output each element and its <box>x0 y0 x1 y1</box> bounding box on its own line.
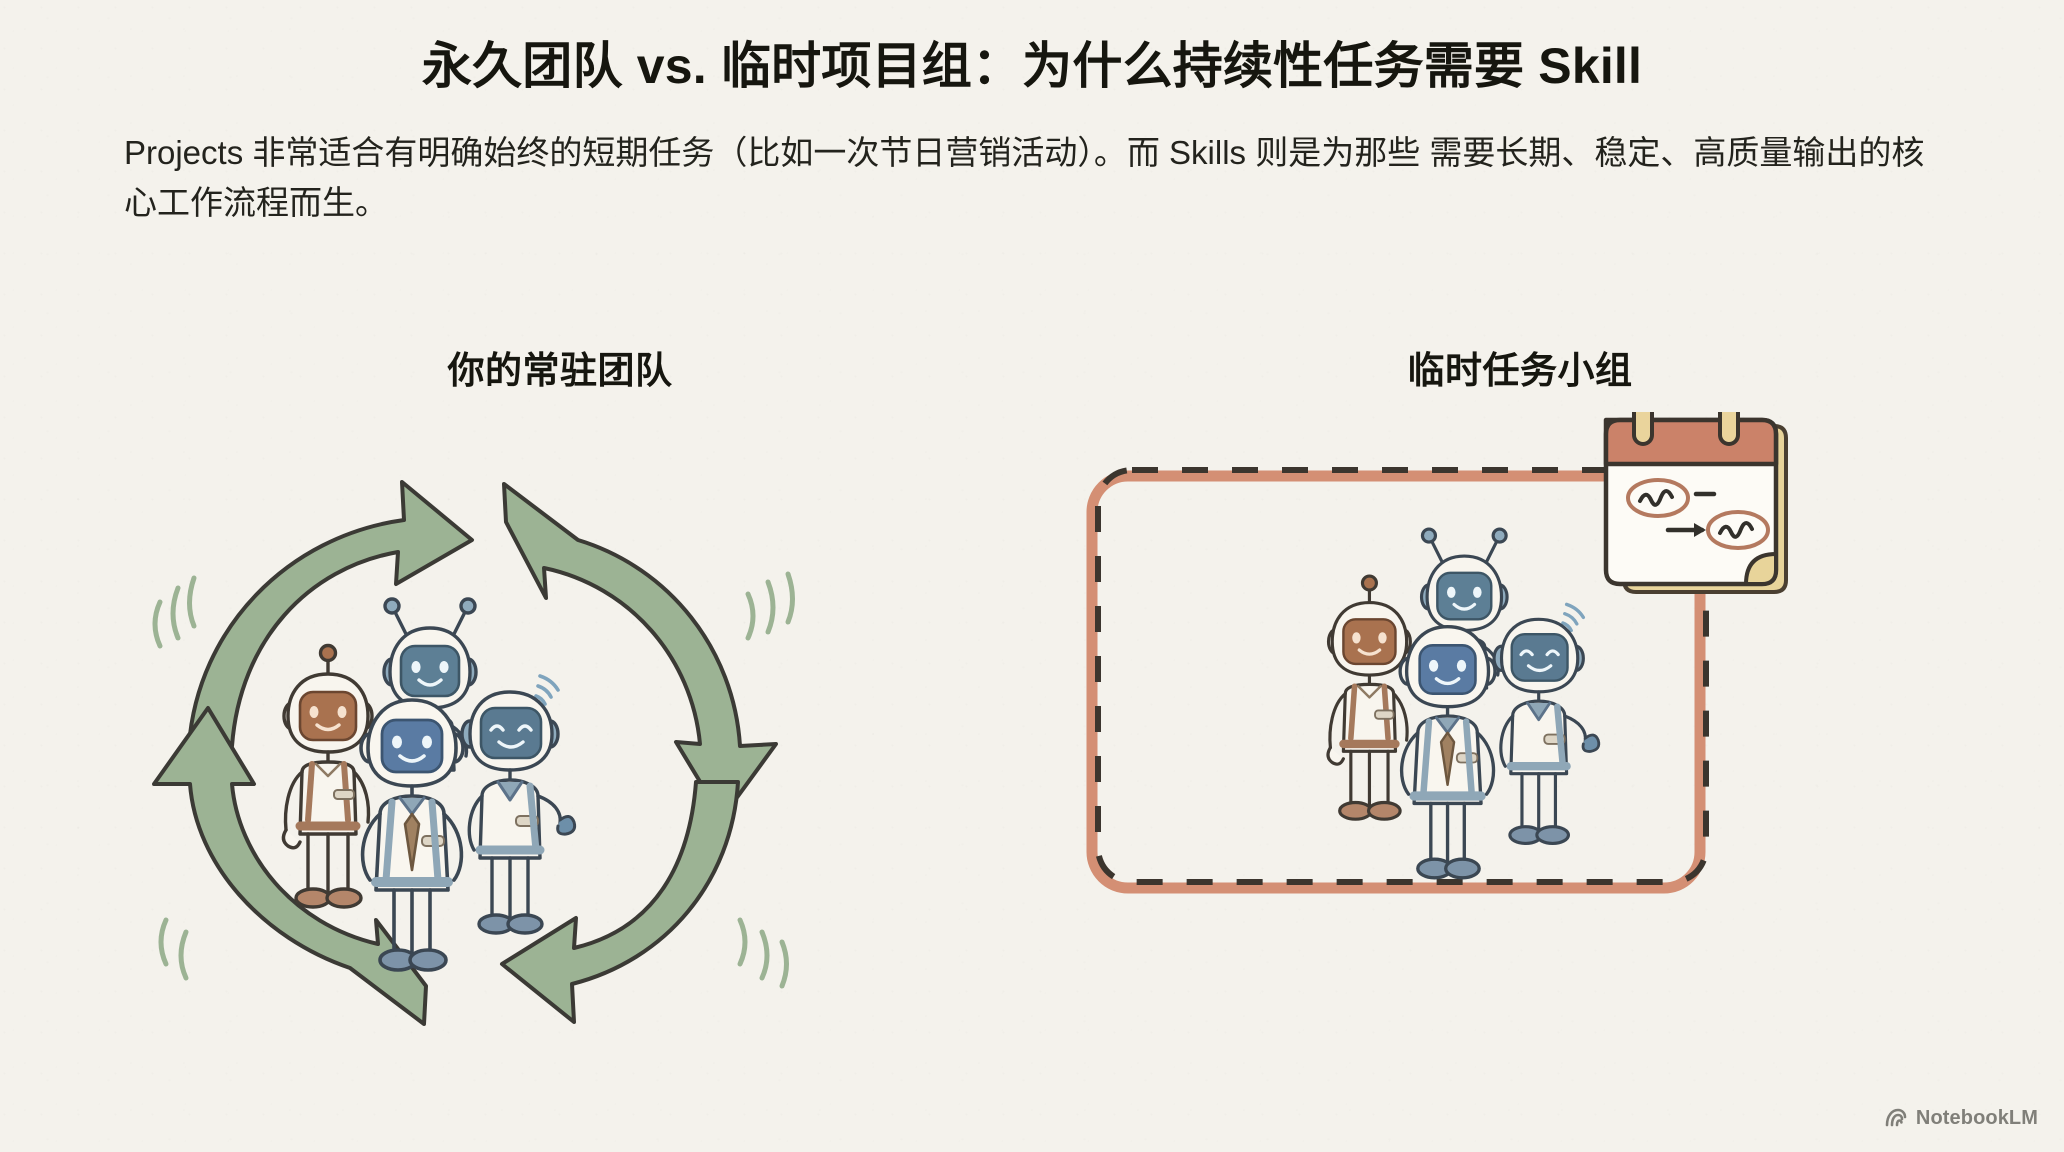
robot-right-blue <box>462 676 575 933</box>
panel-permanent-team: 你的常驻团队 <box>120 340 1000 1112</box>
motion-lines <box>152 571 795 989</box>
subtitle-line-2: 需要长期、稳定、高质量输出的核心工作流程而生。 <box>124 134 1925 222</box>
notebooklm-watermark-label: NotebookLM <box>1915 1106 2038 1129</box>
panel-temporary-team: 临时任务小组 <box>1060 340 1980 1112</box>
notebooklm-logo-icon <box>1885 1108 1907 1127</box>
robot-team-right <box>1328 527 1599 878</box>
calendar-header <box>1603 417 1779 467</box>
calendar-scribble-1 <box>1638 489 1674 507</box>
notebooklm-watermark: NotebookLM <box>1884 1106 2038 1130</box>
page-subtitle: Projects 非常适合有明确始终的短期任务（比如一次节日营销活动）。而 Sk… <box>124 128 1946 228</box>
dashed-box-shadow <box>1086 470 1706 894</box>
calendar-circle-mark-2 <box>1706 510 1770 550</box>
calendar-ring-right <box>1718 412 1740 446</box>
panel-right-heading: 临时任务小组 <box>1407 350 1633 391</box>
cycle-arrow-bottom-left <box>152 706 428 1026</box>
calendar-arrow-head <box>1694 523 1706 537</box>
calendar-ring-left <box>1632 412 1654 446</box>
cycle-arrow-top-right <box>502 482 778 820</box>
cycle-arrows-svg <box>152 480 795 1026</box>
calendar-page-curl <box>1744 552 1778 586</box>
subtitle-line-1: Projects 非常适合有明确始终的短期任务（比如一次节日营销活动）。而 Sk… <box>124 134 1421 171</box>
cycle-arrow-top-left <box>187 480 474 748</box>
calendar-icon <box>1603 412 1788 594</box>
robot-brown <box>283 646 372 908</box>
panel-left-heading: 你的常驻团队 <box>447 350 673 391</box>
calendar-circle-mark-1 <box>1626 478 1690 518</box>
robot-team-left <box>283 597 575 970</box>
robot-brown <box>1328 576 1410 819</box>
dashed-box-border <box>1095 467 1709 885</box>
calendar-scribble-2 <box>1718 521 1754 539</box>
page-title: 永久团队 vs. 临时项目组：为什么持续性任务需要 Skill <box>421 38 1643 94</box>
dashed-box-svg <box>1086 412 1788 894</box>
robot-front-blue <box>1400 627 1495 878</box>
cycle-arrow-bottom-right <box>500 780 740 1024</box>
cycle-arrow-group <box>152 480 778 1026</box>
robot-right-blue <box>1494 604 1599 843</box>
cycle-arrows-illustration <box>120 412 1000 1112</box>
dashed-box-illustration <box>1060 412 1980 1112</box>
